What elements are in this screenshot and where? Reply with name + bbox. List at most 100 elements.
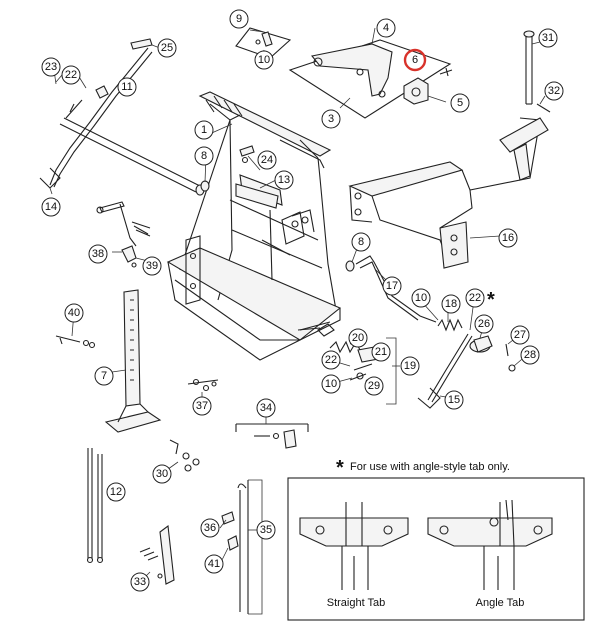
- svg-text:33: 33: [134, 576, 146, 588]
- callout-19[interactable]: 19: [400, 356, 420, 376]
- callout-21[interactable]: 21: [371, 342, 391, 362]
- svg-text:27: 27: [514, 329, 526, 341]
- svg-text:7: 7: [101, 370, 107, 382]
- svg-text:26: 26: [478, 318, 490, 330]
- svg-text:22: 22: [65, 69, 77, 81]
- svg-text:5: 5: [457, 97, 463, 109]
- part-24-pin: [239, 145, 255, 164]
- part-3-4-bracket-assembly: [288, 39, 453, 119]
- callout-29[interactable]: 29: [364, 376, 384, 396]
- callout-8-lower[interactable]: 8: [351, 232, 371, 252]
- part-16-hitch-stand: [348, 117, 549, 269]
- part-26-27-28-hardware: [473, 335, 516, 372]
- part-11-handle-lever: [39, 47, 153, 189]
- straight-tab-illustration: [299, 502, 409, 590]
- callout-3[interactable]: 3: [321, 109, 341, 129]
- part-18-spring: [437, 318, 463, 332]
- part-17-linkage-rod: [355, 255, 437, 323]
- callout-8-upper[interactable]: 8: [194, 146, 214, 166]
- callout-7[interactable]: 7: [94, 366, 114, 386]
- callout-23[interactable]: 23: [41, 57, 61, 77]
- callout-28[interactable]: 28: [520, 345, 540, 365]
- part-25-grip: [130, 38, 153, 50]
- part-35-36-41-cable: [221, 480, 249, 614]
- angle-tab-illustration: [427, 499, 553, 590]
- callout-24[interactable]: 24: [257, 150, 277, 170]
- svg-text:31: 31: [542, 32, 554, 44]
- callout-34[interactable]: 34: [256, 398, 276, 418]
- callout-17[interactable]: 17: [382, 276, 402, 296]
- callout-20[interactable]: 20: [348, 328, 368, 348]
- svg-text:6: 6: [412, 54, 418, 66]
- callout-40[interactable]: 40: [64, 303, 84, 323]
- callout-6-highlighted[interactable]: 6: [403, 48, 427, 72]
- callout-10-top[interactable]: 10: [254, 50, 274, 70]
- callout-36[interactable]: 36: [200, 518, 220, 538]
- part-40-bolt: [55, 335, 96, 349]
- note-asterisk: *: [336, 457, 344, 479]
- callout-15[interactable]: 15: [444, 390, 464, 410]
- callout-11[interactable]: 11: [117, 77, 137, 97]
- svg-text:40: 40: [68, 307, 80, 319]
- callout-10-mid[interactable]: 10: [411, 288, 431, 308]
- callout-32[interactable]: 32: [544, 81, 564, 101]
- callout-35[interactable]: 35: [256, 520, 276, 540]
- straight-tab-label: Straight Tab: [327, 597, 386, 609]
- callout-26[interactable]: 26: [474, 314, 494, 334]
- svg-text:15: 15: [448, 394, 460, 406]
- svg-text:36: 36: [204, 522, 216, 534]
- part-pivot-rod: [59, 117, 205, 196]
- part-1-main-frame: [166, 91, 342, 361]
- svg-text:24: 24: [261, 154, 273, 166]
- svg-text:32: 32: [548, 85, 560, 97]
- callout-37[interactable]: 37: [192, 396, 212, 416]
- callout-22-asterisk: *: [487, 289, 495, 311]
- callout-22-right[interactable]: 22: [465, 288, 485, 308]
- part-19-20-21-29-bolt-spring: [297, 323, 385, 385]
- svg-text:37: 37: [196, 400, 208, 412]
- callout-27[interactable]: 27: [510, 325, 530, 345]
- callout-10-lower[interactable]: 10: [321, 374, 341, 394]
- callout-30[interactable]: 30: [152, 464, 172, 484]
- callout-18[interactable]: 18: [441, 294, 461, 314]
- svg-text:10: 10: [415, 292, 427, 304]
- part-13-plate: [235, 183, 279, 209]
- svg-text:12: 12: [110, 486, 122, 498]
- svg-text:22: 22: [325, 354, 337, 366]
- callout-14[interactable]: 14: [41, 197, 61, 217]
- callout-4[interactable]: 4: [376, 18, 396, 38]
- svg-text:21: 21: [375, 346, 387, 358]
- callout-12[interactable]: 12: [106, 482, 126, 502]
- svg-text:11: 11: [121, 81, 132, 93]
- callout-31[interactable]: 31: [538, 28, 558, 48]
- callout-33[interactable]: 33: [130, 572, 150, 592]
- svg-text:29: 29: [368, 380, 380, 392]
- part-34-hardware: [235, 423, 309, 449]
- callout-22-left[interactable]: 22: [61, 65, 81, 85]
- svg-text:38: 38: [92, 248, 104, 260]
- angle-tab-note: * For use with angle-style tab only. Str…: [287, 457, 585, 621]
- svg-text:39: 39: [146, 260, 158, 272]
- callout-5[interactable]: 5: [450, 93, 470, 113]
- callout-16[interactable]: 16: [498, 228, 518, 248]
- svg-text:8: 8: [358, 236, 364, 248]
- svg-text:18: 18: [445, 298, 457, 310]
- part-30-hardware: [169, 439, 200, 472]
- angle-tab-label: Angle Tab: [476, 597, 525, 609]
- svg-text:4: 4: [383, 22, 389, 34]
- part-33-grip: [139, 524, 175, 585]
- svg-text:17: 17: [386, 280, 398, 292]
- callout-39[interactable]: 39: [142, 256, 162, 276]
- callout-25[interactable]: 25: [157, 38, 177, 58]
- svg-text:22: 22: [469, 292, 481, 304]
- callout-41[interactable]: 41: [204, 554, 224, 574]
- callout-13[interactable]: 13: [274, 170, 294, 190]
- svg-text:28: 28: [524, 349, 536, 361]
- callout-1[interactable]: 1: [194, 120, 214, 140]
- svg-text:20: 20: [352, 332, 364, 344]
- callout-38[interactable]: 38: [88, 244, 108, 264]
- callout-22-lower[interactable]: 22: [321, 350, 341, 370]
- svg-text:23: 23: [45, 61, 57, 73]
- callout-9[interactable]: 9: [229, 9, 249, 29]
- part-38-39-spring-latch: [96, 201, 151, 268]
